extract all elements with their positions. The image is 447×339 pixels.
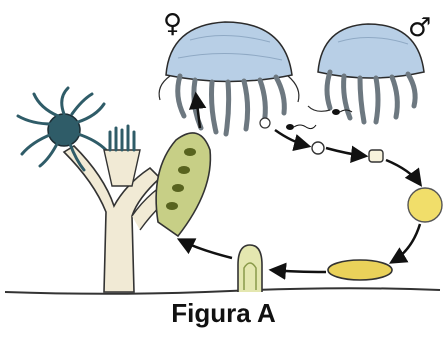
female-medusa xyxy=(159,22,299,134)
male-symbol-icon: ♂ xyxy=(408,13,431,43)
feeding-polyp-head xyxy=(18,88,106,170)
embryo-cleavage xyxy=(369,150,383,162)
blastula xyxy=(408,188,442,222)
sperm-cells xyxy=(286,109,352,130)
egg-cell xyxy=(260,118,270,128)
cup-polyp xyxy=(104,126,140,186)
planula-larva xyxy=(328,260,392,280)
ground-line xyxy=(5,288,440,294)
zygote xyxy=(312,142,324,154)
female-symbol-icon: ♀ xyxy=(163,9,182,39)
gonangium xyxy=(156,133,210,236)
figure-caption: Figura A xyxy=(0,298,447,328)
male-medusa xyxy=(308,24,424,122)
young-polyp xyxy=(238,245,262,292)
